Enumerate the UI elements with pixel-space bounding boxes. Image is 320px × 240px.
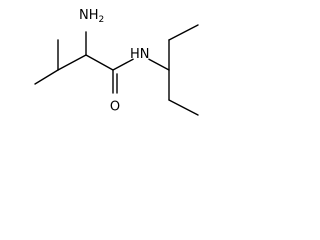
- amide-n-symbol: H: [130, 47, 140, 62]
- carbonyl-o-label: O: [110, 100, 120, 115]
- bond-nh-c4: [148, 58, 170, 71]
- bond-c1-methyl-left: [34, 69, 59, 85]
- amine-n-symbol: N: [79, 8, 89, 23]
- bond-c1-c2: [57, 54, 87, 71]
- amide-nh-label: HN: [130, 47, 150, 62]
- bond-c7-c8: [168, 99, 199, 116]
- amine-h-count: 2: [99, 15, 105, 25]
- amide-h-symbol: N: [140, 47, 150, 62]
- bond-skeleton-main: [34, 24, 199, 116]
- bond-c3-nh: [112, 58, 134, 71]
- bond-c5-c6: [168, 24, 199, 41]
- amine-nh2-label: NH2: [79, 8, 104, 25]
- bond-c2-c3: [85, 54, 114, 71]
- amine-h-symbol: H: [89, 8, 99, 23]
